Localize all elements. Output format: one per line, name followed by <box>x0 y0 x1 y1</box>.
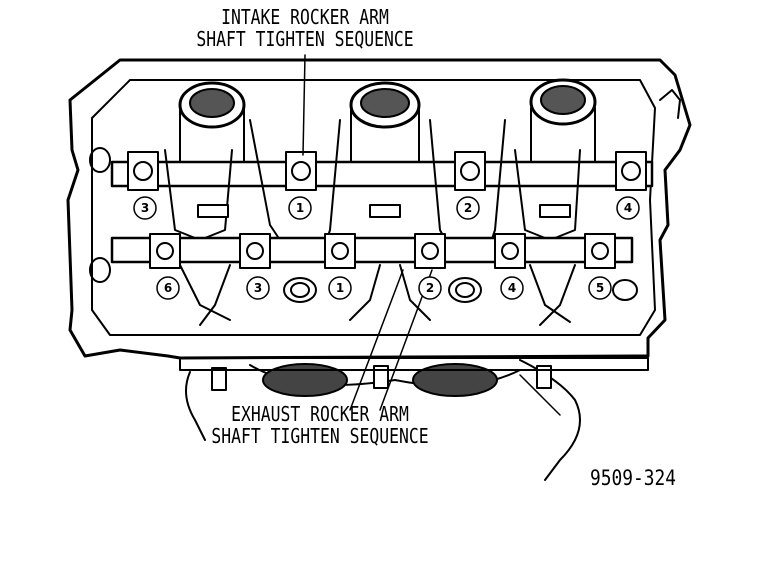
exhaust-rocker-shaft <box>110 233 634 269</box>
intake-rocker-arms <box>164 119 581 246</box>
intake-seq-label: 4 <box>624 201 632 215</box>
intake-label-line-1: INTAKE ROCKER ARM <box>221 5 389 29</box>
intake-sequence-markers: 3 1 2 4 <box>133 196 640 220</box>
exhaust-label-line-2: SHAFT TIGHTEN SEQUENCE <box>211 424 429 448</box>
intake-seq-marker <box>133 196 157 220</box>
exhaust-rocker-arms <box>89 147 638 326</box>
exhaust-seq-marker <box>418 276 442 300</box>
exhaust-seq-label: 5 <box>596 281 604 295</box>
exhaust-seq-label: 2 <box>426 281 434 295</box>
intake-seq-label: 1 <box>296 201 304 215</box>
exhaust-seq-label: 6 <box>164 281 172 295</box>
exhaust-seq-label: 4 <box>508 281 516 295</box>
exhaust-seq-marker <box>500 276 524 300</box>
intake-seq-marker <box>288 196 312 220</box>
engine-block-outline <box>185 359 581 481</box>
exhaust-sequence-markers: 6 3 1 2 4 5 <box>156 276 612 300</box>
exhaust-label-line-1: EXHAUST ROCKER ARM <box>231 402 409 426</box>
intake-seq-marker <box>456 196 480 220</box>
spark-plug-tubes <box>178 78 597 186</box>
intake-label-line-2: SHAFT TIGHTEN SEQUENCE <box>196 27 414 51</box>
figure-number: 9509-324 <box>590 466 676 490</box>
intake-seq-marker <box>616 196 640 220</box>
exhaust-seq-marker <box>246 276 270 300</box>
intake-seq-label: 2 <box>464 201 472 215</box>
intake-rocker-shaft <box>110 151 654 191</box>
exhaust-seq-marker <box>156 276 180 300</box>
exhaust-sequence-label: EXHAUST ROCKER ARM SHAFT TIGHTEN SEQUENC… <box>185 403 456 447</box>
cylinder-head-outline <box>66 58 692 371</box>
intake-seq-label: 3 <box>141 201 149 215</box>
exhaust-seq-label: 3 <box>254 281 262 295</box>
intake-sequence-label: INTAKE ROCKER ARM SHAFT TIGHTEN SEQUENCE <box>170 6 441 50</box>
exhaust-seq-marker <box>588 276 612 300</box>
exhaust-seq-marker <box>328 276 352 300</box>
exhaust-seq-label: 1 <box>336 281 344 295</box>
